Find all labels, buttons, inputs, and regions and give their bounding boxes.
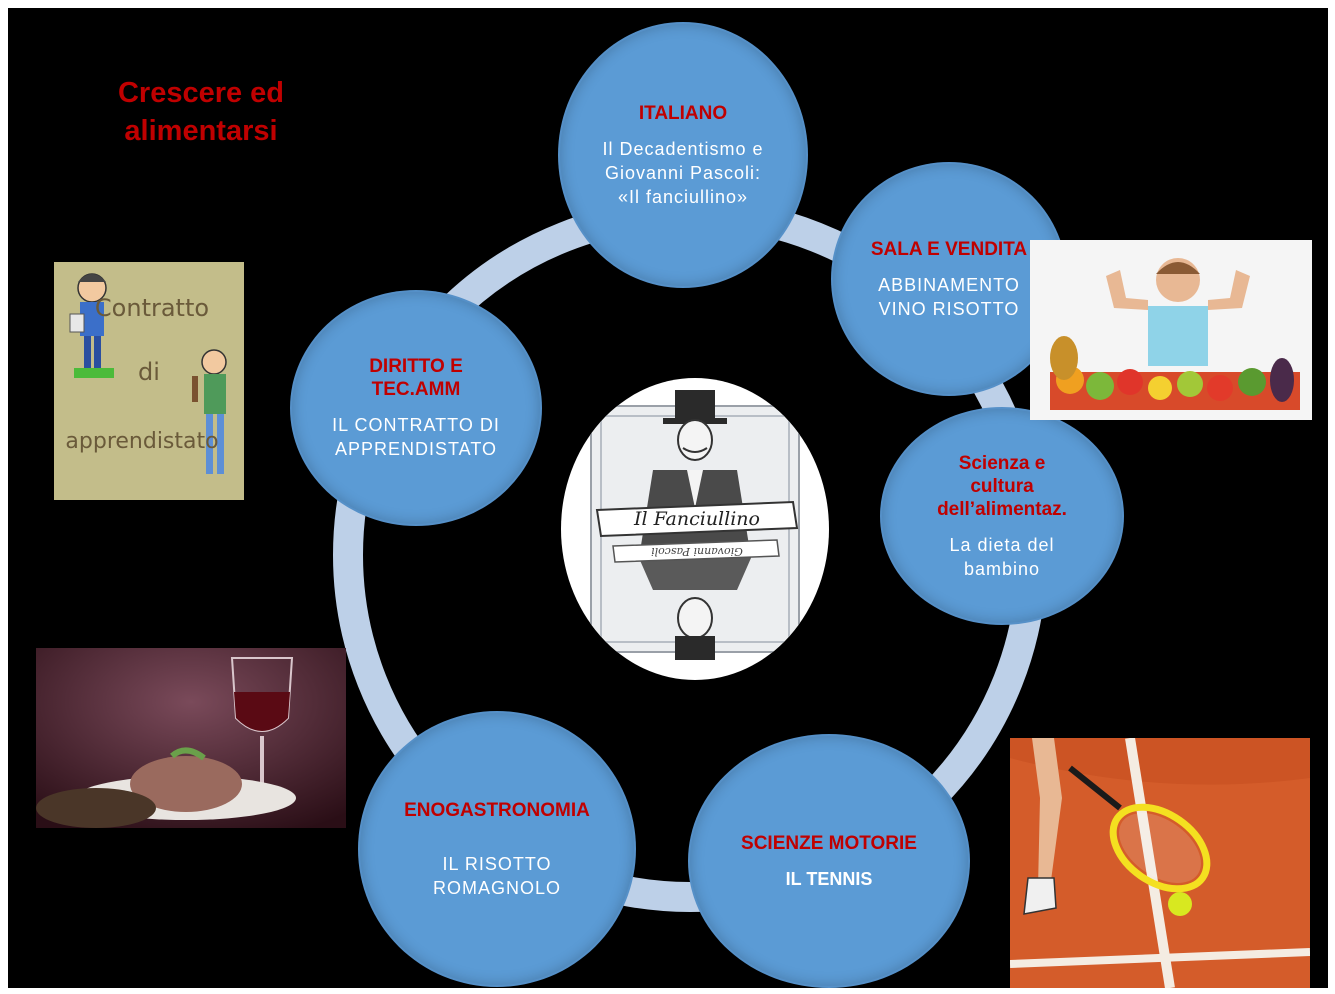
node-motorie-description: IL TENNIS [785,868,873,889]
node-scienza-description: La dieta del bambino [949,534,1055,579]
contratto-line-3: apprendistato [65,429,218,454]
node-italiano: ITALIANO Il Decadentismo e Giovanni Pasc… [560,24,806,286]
contratto-image: Contratto di apprendistato [54,262,244,500]
title-line-1: Crescere ed [117,77,285,109]
node-sala-subject: SALA E VENDITA [870,238,1028,260]
node-sala-vendita: SALA E VENDITA ABBINAMENTO VINO RISOTTO [833,164,1065,394]
contratto-line-1: Contratto [95,294,209,322]
title-line-2: alimentarsi [124,115,278,147]
node-scienza-cultura: Scienza e cultura dell’alimentaz. La die… [882,409,1122,623]
node-eno-subject: ENOGASTRONOMIA [404,799,590,821]
node-italiano-description: Il Decadentismo e Giovanni Pascoli: «Il … [602,138,764,207]
tennis-image [1010,738,1310,988]
slide-title: Crescere ed alimentarsi [76,74,326,150]
center-banner-text: Il Fanciullino [633,508,760,530]
center-fanciullino-image: Il Fanciullino Giovanni Pascoli [561,378,829,680]
node-sala-description: ABBINAMENTO VINO RISOTTO [878,274,1020,319]
node-enogastronomia: ENOGASTRONOMIA IL RISOTTO ROMAGNOLO [360,713,634,985]
node-italiano-subject: ITALIANO [638,102,728,124]
node-scienza-subject: Scienza e cultura dell’alimentaz. [937,452,1067,520]
node-eno-description: IL RISOTTO ROMAGNOLO [432,853,561,898]
contratto-line-2: di [138,358,160,386]
wine-risotto-image [36,648,346,828]
node-diritto-description: IL CONTRATTO DI APPRENDISTATO [332,415,500,459]
node-scienze-motorie: SCIENZE MOTORIE IL TENNIS [690,736,968,986]
node-diritto: DIRITTO E TEC.AMM IL CONTRATTO DI APPREN… [292,292,540,524]
child-vegetables-image [1030,240,1312,420]
slide: Crescere ed alimentarsi Il Fanciullino G… [8,8,1328,988]
node-diritto-subject: DIRITTO E TEC.AMM [369,356,463,400]
node-motorie-subject: SCIENZE MOTORIE [741,832,917,854]
center-signature-text: Giovanni Pascoli [651,545,743,558]
